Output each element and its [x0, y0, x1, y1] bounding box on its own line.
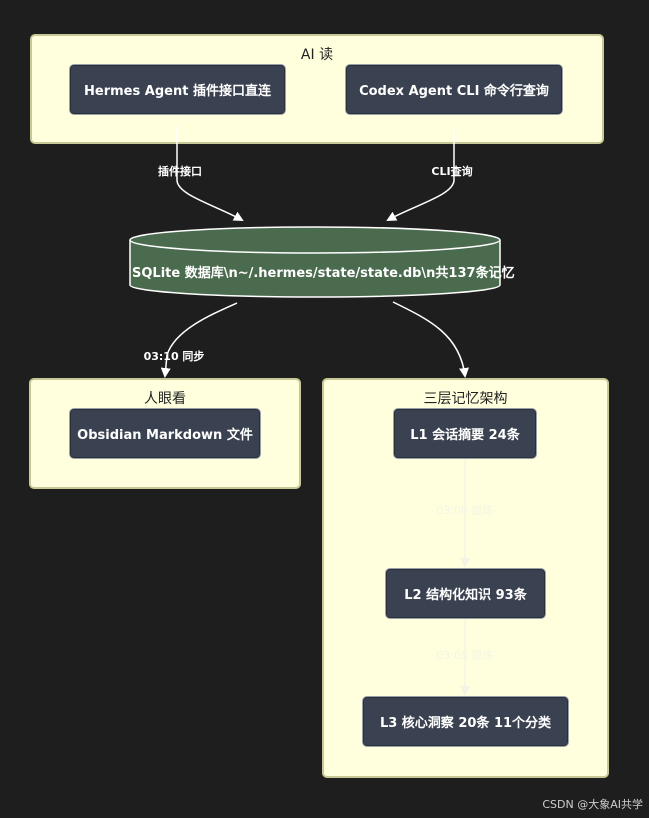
- node-codex-agent[interactable]: Codex Agent CLI 命令行查询: [345, 64, 563, 115]
- edge-label-cli: CLI查询: [431, 165, 473, 178]
- node-sqlite-database[interactable]: SQLite 数据库\n~/.hermes/state/state.db\n共1…: [132, 266, 515, 281]
- database-cylinder: [129, 226, 501, 298]
- cluster-title-memory: 三层记忆架构: [423, 391, 508, 407]
- edge-plugin: [176, 126, 244, 221]
- node-l2-knowledge[interactable]: L2 结构化知识 93条: [385, 568, 546, 619]
- cluster-title-ai-read: AI 读: [300, 47, 334, 63]
- cluster-title-human-view: 人眼看: [144, 391, 186, 407]
- node-hermes-agent[interactable]: Hermes Agent 插件接口直连: [69, 64, 286, 115]
- node-l3-insight[interactable]: L3 核心洞察 20条 11个分类: [362, 696, 569, 747]
- node-obsidian-markdown[interactable]: Obsidian Markdown 文件: [69, 408, 261, 459]
- edge-memory: [392, 301, 469, 378]
- watermark: CSDN @大象AI共学: [542, 798, 643, 811]
- edge-label-plugin: 插件接口: [158, 165, 202, 178]
- node-l1-summary[interactable]: L1 会话摘要 24条: [393, 408, 537, 459]
- edge-label-l2-l3: 03:05 提炼: [436, 649, 494, 662]
- edge-sync: [160, 302, 238, 378]
- edge-label-l1-l2: 03:00 提炼: [436, 504, 494, 517]
- edge-cli: [386, 126, 455, 221]
- edge-label-sync: 03:10 同步: [143, 350, 205, 363]
